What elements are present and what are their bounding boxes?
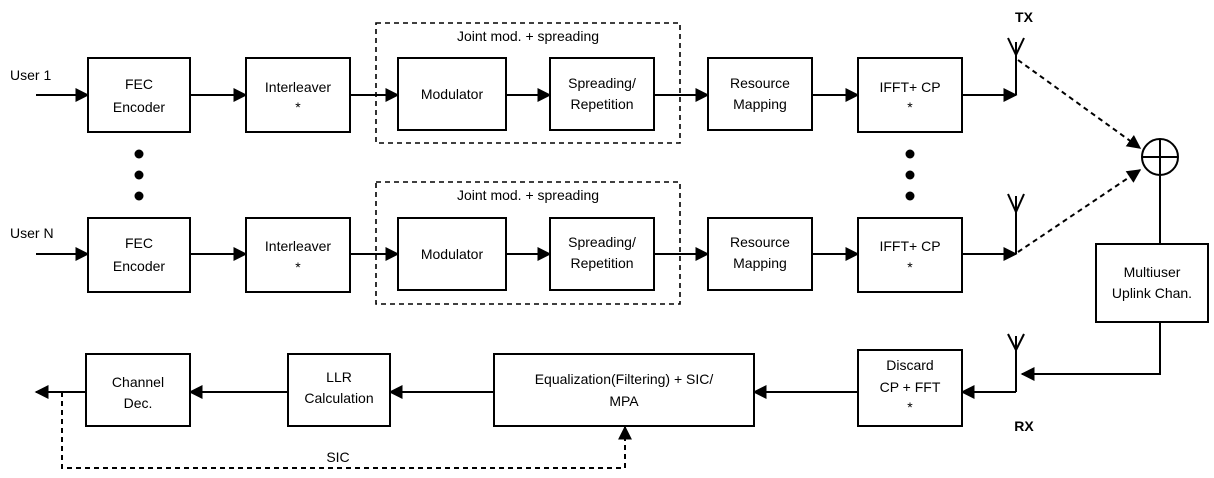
resource-mapping-label-1a: Resource (730, 75, 790, 91)
sic-label: SIC (326, 449, 349, 465)
interleaver-block-n (245, 217, 351, 293)
joint-mod-spreading-label-n: Joint mod. + spreading (457, 187, 599, 203)
interleaver-block-1 (245, 57, 351, 133)
resource-mapping-label-nb: Mapping (733, 255, 787, 271)
llr-calculation-block (287, 353, 391, 427)
multiuser-channel-block (1095, 243, 1209, 323)
summation-icon (1141, 138, 1179, 176)
fec-encoder-label-1b: Encoder (113, 99, 165, 115)
tx-antenna-icon-n (1007, 193, 1025, 254)
ellipsis-dots-left (134, 149, 144, 201)
equalization-label-b: MPA (609, 393, 639, 409)
joint-mod-spreading-group-1 (375, 22, 681, 144)
spreading-label-1b: Repetition (570, 96, 633, 112)
interleaver-star-n: * (295, 259, 301, 275)
resource-mapping-label-na: Resource (730, 234, 790, 250)
decoder-label-a: Channel (112, 374, 164, 390)
resource-mapping-block-n (707, 217, 813, 291)
joint-mod-spreading-label-1: Joint mod. + spreading (457, 28, 599, 44)
decoder-label-b: Dec. (124, 395, 153, 411)
spreading-label-nb: Repetition (570, 255, 633, 271)
ifft-cp-label-n: IFFT+ CP (879, 238, 940, 254)
equalization-label-a: Equalization(Filtering) + SIC/ (535, 371, 714, 387)
user-n-row: User N FEC Encoder Interleaver * Joint m… (10, 181, 1025, 305)
equalization-block (493, 353, 755, 427)
rx-label: RX (1014, 418, 1034, 434)
modulator-label-1: Modulator (421, 86, 484, 102)
discard-cp-fft-block (857, 349, 963, 427)
user-n-label: User N (10, 225, 54, 241)
interleaver-label-n: Interleaver (265, 238, 331, 254)
channel-section: Multiuser Uplink Chan. (1017, 59, 1209, 381)
fec-encoder-label-1a: FEC (125, 76, 153, 92)
fec-encoder-block-n (87, 217, 191, 293)
modulator-block-1 (397, 57, 507, 131)
tx-antenna-icon-1 (1007, 37, 1025, 95)
ifft-cp-star-n: * (907, 259, 913, 275)
discard-label-b: CP + FFT (880, 379, 941, 395)
ifft-cp-label-1: IFFT+ CP (879, 79, 940, 95)
discard-star: * (907, 399, 913, 415)
tx-label: TX (1015, 9, 1034, 25)
llr-label-a: LLR (326, 369, 352, 385)
fec-encoder-label-nb: Encoder (113, 258, 165, 274)
channel-label-a: Multiuser (1124, 264, 1181, 280)
channel-label-b: Uplink Chan. (1112, 285, 1192, 301)
resource-mapping-block-1 (707, 57, 813, 131)
spreading-block-n (549, 217, 655, 291)
fec-encoder-label-na: FEC (125, 235, 153, 251)
joint-mod-spreading-group-n (375, 181, 681, 305)
channel-to-rx-wire (1020, 322, 1161, 381)
sic-feedback-path (61, 392, 632, 469)
ifft-cp-star-1: * (907, 99, 913, 115)
interleaver-label-1: Interleaver (265, 79, 331, 95)
spreading-label-na: Spreading/ (568, 234, 636, 250)
tx-path-user-n (1017, 169, 1142, 253)
interleaver-star-1: * (295, 99, 301, 115)
discard-label-a: Discard (886, 357, 933, 373)
channel-decoder-block (85, 353, 191, 427)
resource-mapping-label-1b: Mapping (733, 96, 787, 112)
tx-path-user-1 (1017, 59, 1142, 149)
ellipsis-dots-right (905, 149, 915, 201)
ifft-cp-block-1 (857, 57, 963, 133)
rx-antenna-icon (1007, 333, 1025, 392)
user-1-row: User 1 FEC Encoder Interleaver * Joint m… (10, 9, 1034, 144)
spreading-block-1 (549, 57, 655, 131)
modulator-label-n: Modulator (421, 246, 484, 262)
user-1-label: User 1 (10, 67, 51, 83)
spreading-label-1a: Spreading/ (568, 75, 636, 91)
llr-label-b: Calculation (304, 390, 373, 406)
modulator-block-n (397, 217, 507, 291)
receiver-row: RX Discard CP + FFT * Equalization(Filte… (34, 333, 1034, 469)
ifft-cp-block-n (857, 217, 963, 293)
fec-encoder-block-1 (87, 57, 191, 133)
